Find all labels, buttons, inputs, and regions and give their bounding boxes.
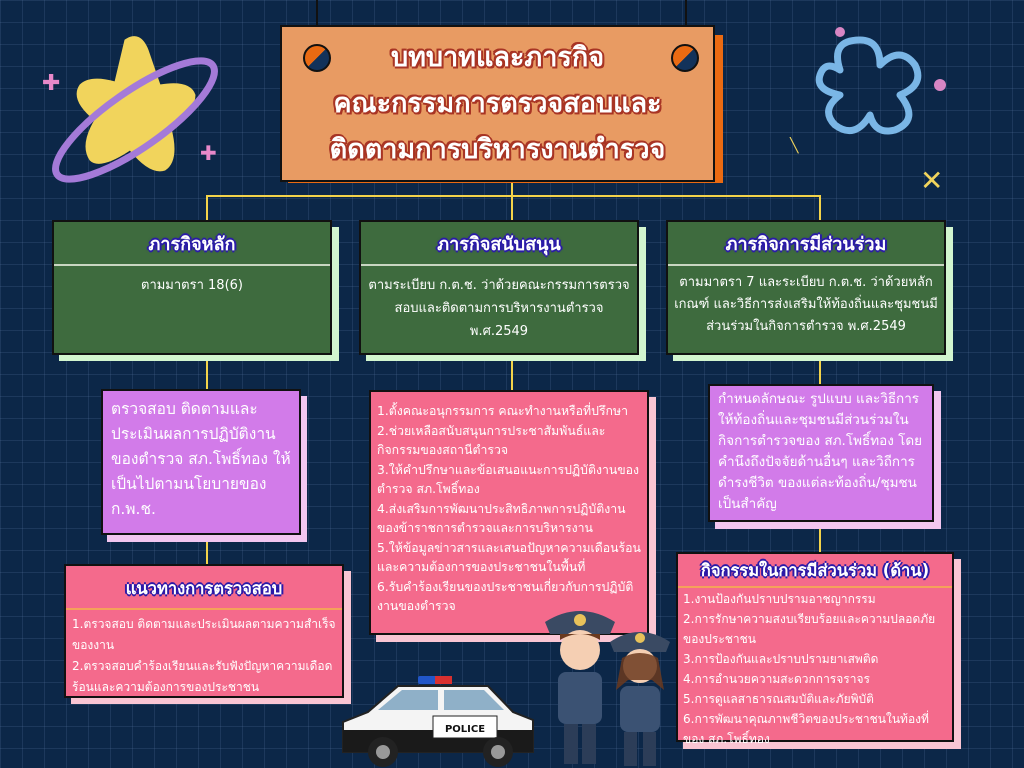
police-officers-illustration: [545, 611, 670, 766]
svg-text:✚: ✚: [200, 141, 217, 165]
mission-support: ภารกิจสนับสนุน ตามระเบียบ ก.ต.ช. ว่าด้วย…: [359, 220, 639, 355]
mission-main: ภารกิจหลัก ตามมาตรา 18(6): [52, 220, 332, 355]
title-line: คณะกรรมการตรวจสอบและ: [333, 87, 662, 119]
activities-box: กิจกรรมในการมีส่วนร่วม (ด้าน) 1.งานป้องก…: [676, 552, 954, 746]
list-item: 5.การดูแลสาธารณสมบัติและภัยพิบัติ: [683, 691, 874, 706]
svg-text:✕: ✕: [920, 164, 943, 197]
title-line: บทบาทและภารกิจ: [390, 41, 605, 73]
list-item: 5.ให้ข้อมูลข่าวสารและเสนอปัญหาความเดือนร…: [377, 540, 641, 575]
list-item: 4.การอำนวยความสะดวกการจราจร: [683, 671, 870, 686]
flower-decoration: ✕ ╲: [789, 27, 946, 197]
activities-heading: กิจกรรมในการมีส่วนร่วม (ด้าน): [678, 554, 952, 588]
mission-basis: ตามระเบียบ ก.ต.ช. ว่าด้วยคณะกรรมการตรวจส…: [368, 278, 630, 339]
inspection-box: แนวทางการตรวจสอบ 1.ตรวจสอบ ติดตามและประเ…: [64, 564, 344, 698]
mission-basis: ตามมาตรา 7 และระเบียบ ก.ต.ช. ว่าด้วยหลัก…: [674, 275, 938, 334]
mission-heading: ภารกิจหลัก: [54, 222, 330, 266]
list-item: 1.ตั้งคณะอนุกรรมการ คณะทำงานหรือที่ปรึกษ…: [377, 404, 629, 418]
mission-participation: ภารกิจการมีส่วนร่วม ตามมาตรา 7 และระเบีย…: [666, 220, 946, 355]
list-item: 1.ตรวจสอบ ติดตามและประเมินผลตามความสำเร็…: [72, 616, 336, 652]
inspection-heading: แนวทางการตรวจสอบ: [66, 566, 342, 610]
mission-heading: ภารกิจสนับสนุน: [361, 222, 637, 266]
police-label: POLICE: [445, 724, 485, 735]
svg-text:╲: ╲: [789, 137, 800, 154]
support-list: 1.ตั้งคณะอนุกรรมการ คณะทำงานหรือที่ปรึกษ…: [369, 390, 649, 635]
pin-icon: [303, 44, 331, 72]
pin-icon: [671, 44, 699, 72]
list-item: 3.ให้คำปรึกษาและข้อเสนอแนะการปฏิบัติงานข…: [377, 462, 640, 497]
mission-basis: ตามมาตรา 18(6): [141, 278, 243, 293]
star-planet-decoration: ✚ ✚: [42, 36, 218, 183]
list-item: 2.ช่วยเหลือสนับสนุนการประชาสัมพันธ์และกิ…: [377, 423, 606, 458]
list-item: 2.การรักษาความสงบเรียบร้อยและความปลอดภัย…: [683, 611, 936, 646]
list-item: 2.ตรวจสอบคำร้องเรียนและรับฟังปัญหาความเด…: [72, 658, 333, 694]
participation-detail: กำหนดลักษณะ รูปแบบ และวิธีการให้ท้องถิ่น…: [708, 384, 934, 522]
mission-heading: ภารกิจการมีส่วนร่วม: [668, 222, 944, 266]
svg-text:✚: ✚: [42, 71, 60, 96]
police-car-illustration: POLICE: [342, 676, 534, 767]
page-title: บทบาทและภารกิจ คณะกรรมการตรวจสอบและ ติดต…: [280, 25, 715, 182]
list-item: 4.ส่งเสริมการพัฒนาประสิทธิภาพการปฏิบัติง…: [377, 501, 626, 536]
list-item: 1.งานป้องกันปราบปรามอาชญากรรม: [683, 591, 876, 606]
list-item: 6.การพัฒนาคุณภาพชีวิตของประชาชนในท้องที่…: [683, 711, 929, 746]
main-mission-detail: ตรวจสอบ ติดตามและประเมินผลการปฏิบัติงานข…: [101, 389, 301, 535]
list-item: 6.รับคำร้องเรียนของประชาชนเกี่ยวกับการปฏ…: [377, 579, 634, 614]
list-item: 3.การป้องกันและปราบปรามยาเสพติด: [683, 651, 879, 666]
title-line: ติดตามการบริหารงานตำรวจ: [329, 133, 666, 165]
